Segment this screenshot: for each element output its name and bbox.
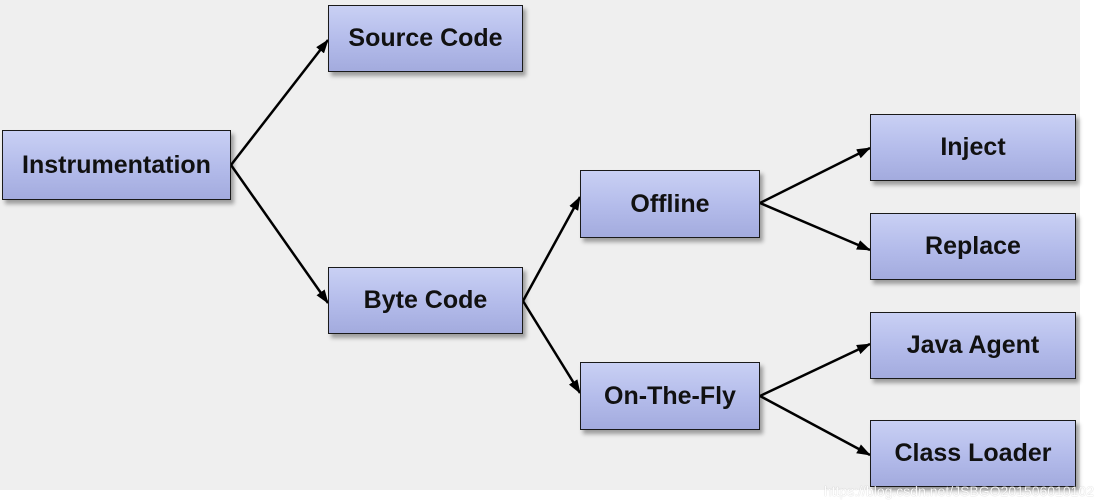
node-byte-code: Byte Code (328, 267, 523, 334)
edge-byte-code-to-on-the-fly (521, 300, 582, 394)
node-offline: Offline (580, 170, 760, 238)
node-source-code: Source Code (328, 5, 523, 72)
node-on-the-fly: On-The-Fly (580, 362, 760, 430)
node-class-loader: Class Loader (870, 420, 1076, 487)
edge-offline-to-replace (759, 201, 871, 252)
node-inject: Inject (870, 114, 1076, 181)
edge-instrumentation-to-byte-code (229, 164, 330, 304)
edge-offline-to-inject (759, 146, 871, 205)
node-java-agent: Java Agent (870, 312, 1076, 379)
node-instrumentation: Instrumentation (2, 130, 231, 200)
watermark: https://blog.csdn.net/JSBGO201506010102 (823, 483, 1094, 499)
edge-on-the-fly-to-java-agent (759, 342, 871, 398)
edge-on-the-fly-to-class-loader (759, 394, 871, 457)
edge-instrumentation-to-source-code (230, 39, 329, 166)
node-replace: Replace (870, 213, 1076, 280)
edge-byte-code-to-offline (521, 196, 582, 302)
